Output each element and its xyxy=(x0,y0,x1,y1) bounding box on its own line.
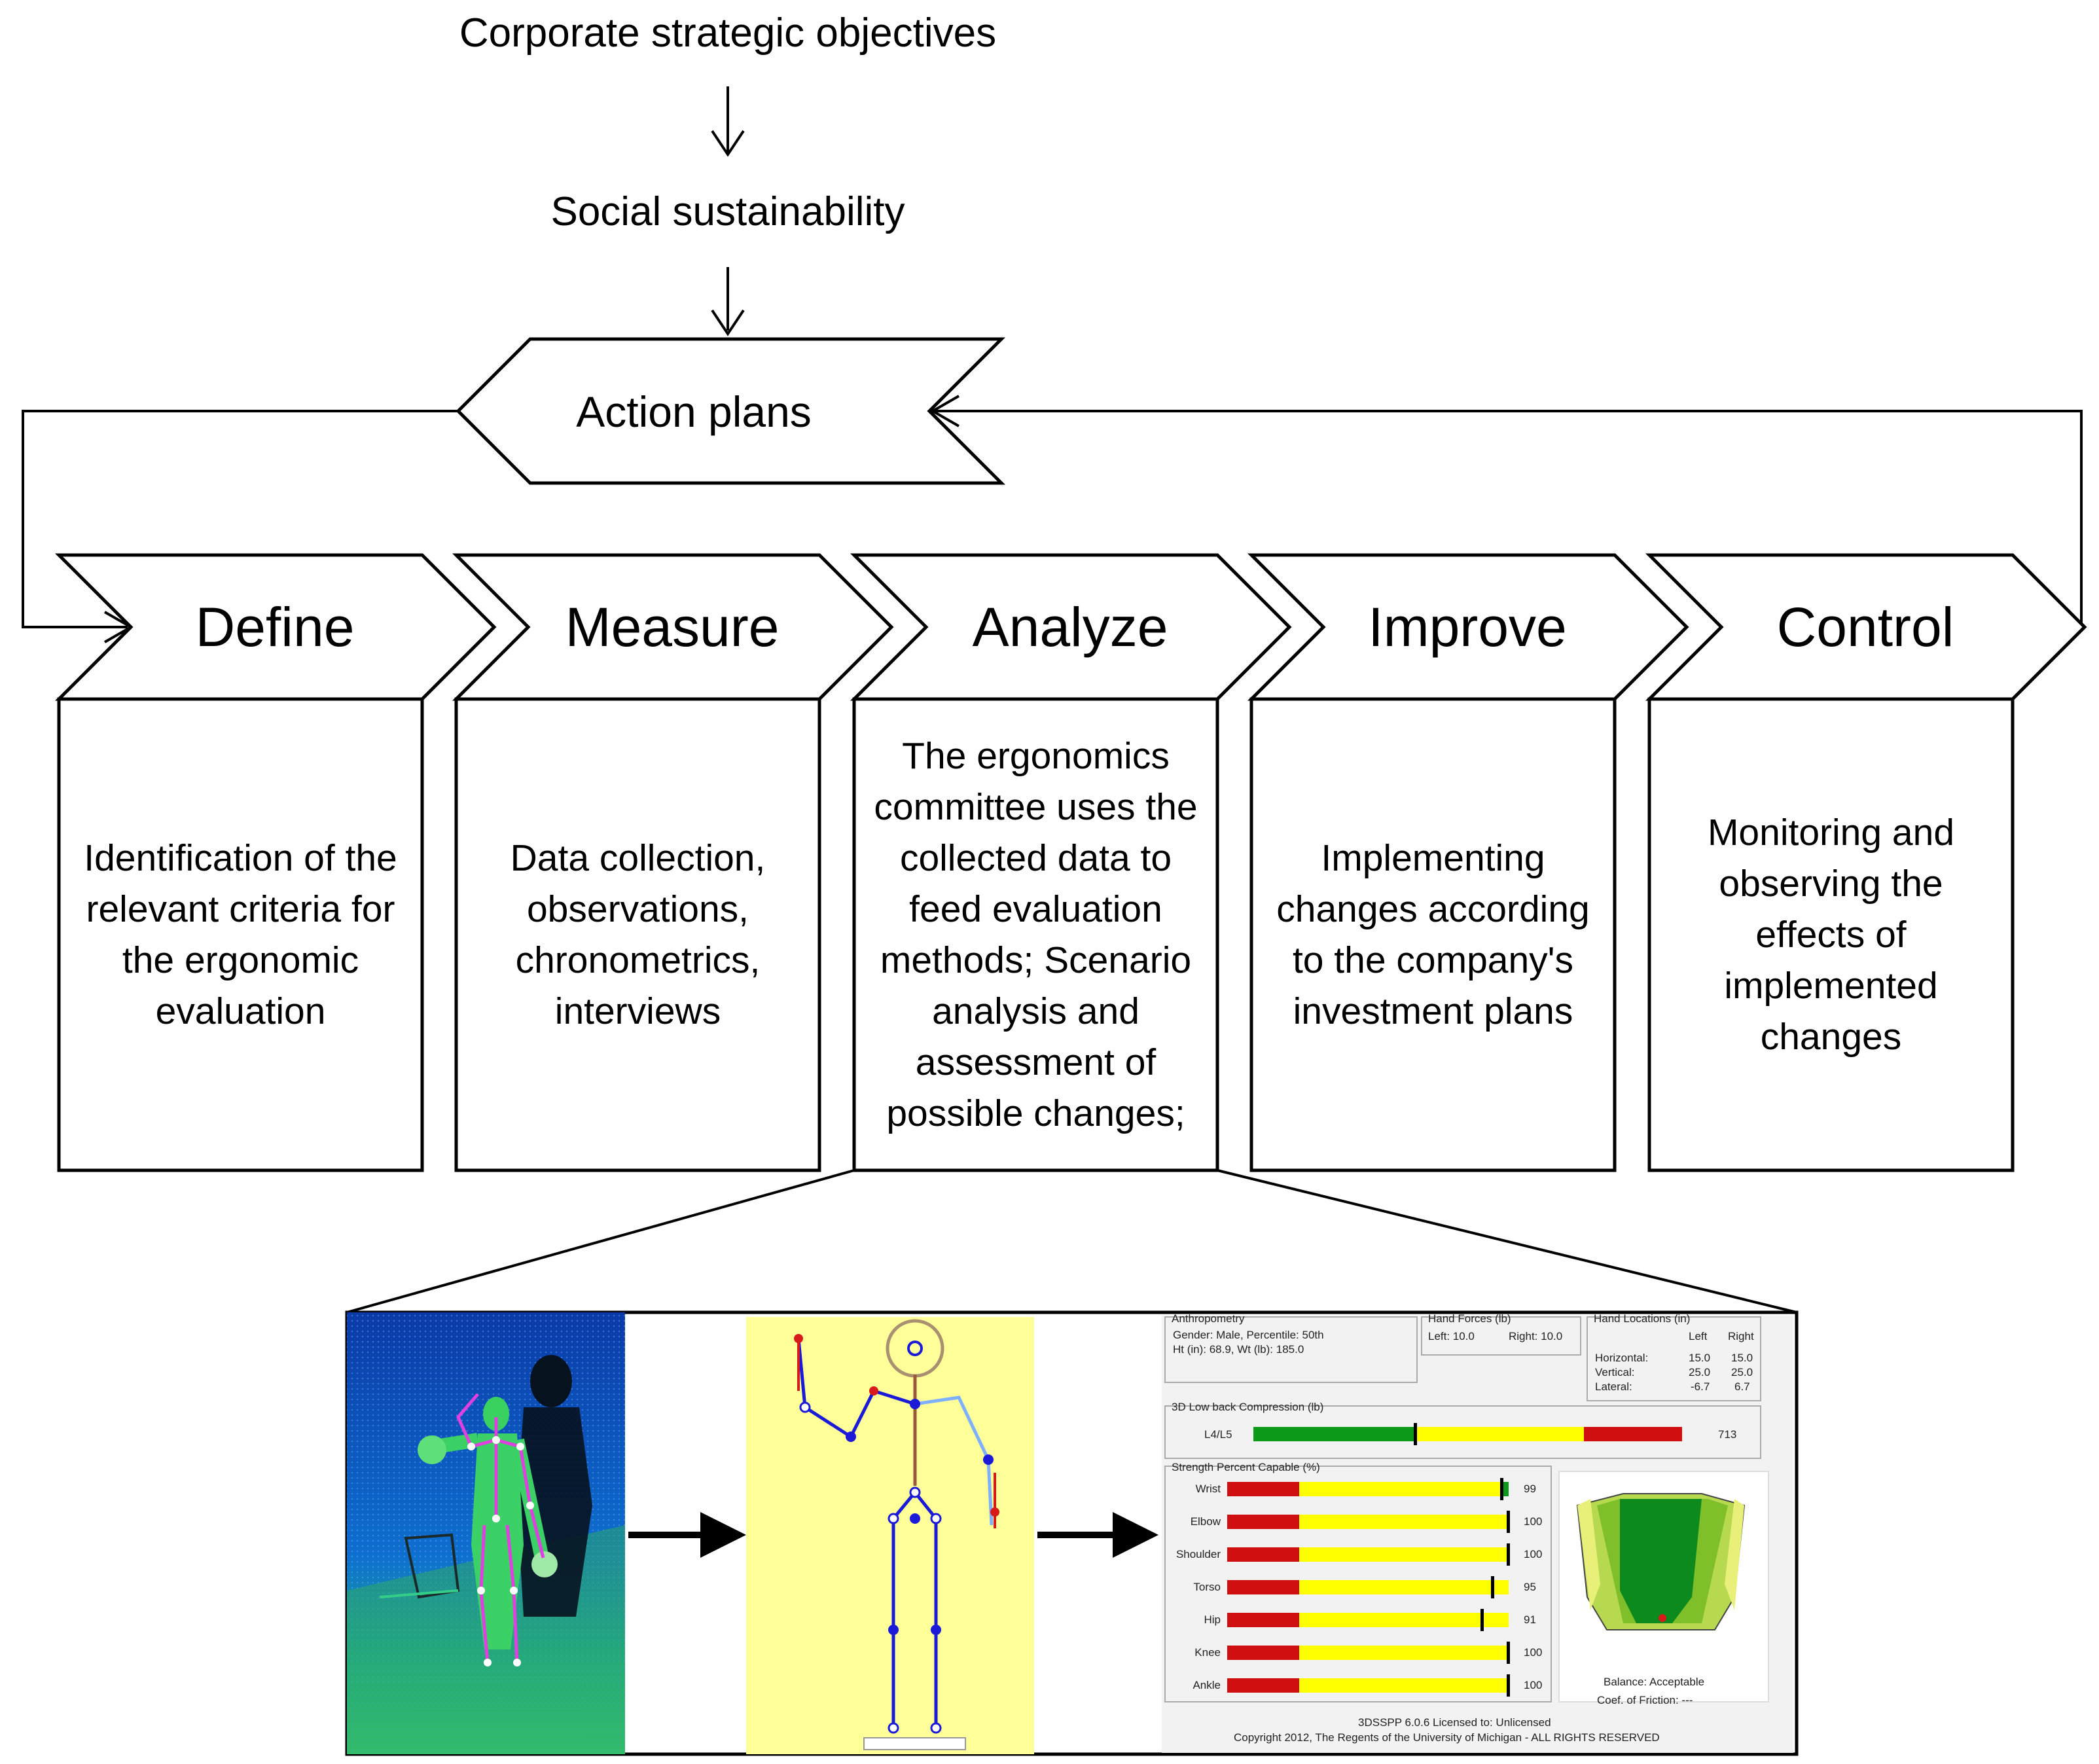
hand-locations-l-right: 6.7 xyxy=(1734,1380,1750,1393)
box-define xyxy=(57,697,424,1172)
hand-forces-right: Right: 10.0 xyxy=(1509,1330,1563,1342)
hand-locations-v-right: 25.0 xyxy=(1731,1366,1753,1378)
strength-marker xyxy=(1500,1478,1503,1500)
hand-forces-title: Hand Forces (lb) xyxy=(1428,1312,1511,1325)
zoom-line-right xyxy=(1217,1169,1797,1314)
strength-bar-red xyxy=(1227,1482,1299,1496)
hand-locations-title: Hand Locations (in) xyxy=(1594,1312,1691,1325)
hand-locations-right-header: Right xyxy=(1728,1330,1754,1342)
hand-locations-lateral: Lateral: xyxy=(1595,1380,1632,1393)
hand-locations-left-header: Left xyxy=(1689,1330,1708,1342)
strength-marker xyxy=(1491,1576,1494,1598)
strength-bar-red xyxy=(1227,1547,1299,1562)
phase-analyze-description: The ergonomics committee uses the collec… xyxy=(874,735,1198,1134)
depth-image-panel xyxy=(347,1312,625,1754)
compression-bar-green xyxy=(1253,1427,1417,1441)
hand-locations-h-right: 15.0 xyxy=(1731,1352,1753,1364)
anthropometry-line2: Ht (in): 68.9, Wt (lb): 185.0 xyxy=(1173,1343,1304,1356)
hand-locations-horizontal: Horizontal: xyxy=(1595,1352,1649,1364)
box-measure xyxy=(454,697,821,1172)
strength-bar-red xyxy=(1227,1613,1299,1627)
compression-label: L4/L5 xyxy=(1204,1428,1232,1441)
friction-status: Coef. of Friction: --- xyxy=(1597,1694,1693,1706)
strength-label-hip: Hip xyxy=(1204,1613,1221,1626)
hand-locations-vertical: Vertical: xyxy=(1595,1366,1635,1378)
action-plans-shape xyxy=(456,337,1006,485)
strength-value-elbow: 100 xyxy=(1524,1515,1543,1528)
phase-improve-label: Improve xyxy=(1368,596,1567,658)
strength-bar-yellow xyxy=(1299,1482,1502,1496)
anthropometry-line1: Gender: Male, Percentile: 50th xyxy=(1173,1329,1324,1341)
box-improve xyxy=(1249,697,1617,1172)
compression-bar-red xyxy=(1584,1427,1682,1441)
loop-line-left xyxy=(22,410,458,628)
skeleton-model-panel xyxy=(746,1317,1034,1754)
hand-locations-h-left: 15.0 xyxy=(1689,1352,1711,1364)
action-plans-label: Action plans xyxy=(576,387,812,436)
corporate-objectives-label: Corporate strategic objectives xyxy=(459,10,997,56)
phase-analyze-label: Analyze xyxy=(972,596,1168,658)
strength-bar-yellow xyxy=(1299,1678,1509,1693)
strength-bar-yellow xyxy=(1299,1613,1509,1627)
strength-label-torso: Torso xyxy=(1193,1581,1221,1593)
strength-marker xyxy=(1480,1609,1484,1631)
balance-diagram xyxy=(1576,1493,1746,1630)
strength-value-torso: 95 xyxy=(1524,1581,1536,1593)
strength-marker xyxy=(1507,1511,1510,1533)
strength-bar-red xyxy=(1227,1678,1299,1693)
strength-marker xyxy=(1507,1543,1510,1566)
phase-control-label: Control xyxy=(1776,596,1954,658)
strength-bar-red xyxy=(1227,1515,1299,1529)
hand-locations-l-left: -6.7 xyxy=(1691,1380,1710,1393)
box-control xyxy=(1647,697,2015,1172)
strength-bar-yellow xyxy=(1299,1580,1509,1594)
phase-define-label: Define xyxy=(195,596,355,658)
strength-label-knee: Knee xyxy=(1194,1646,1221,1659)
zoom-line-left xyxy=(346,1169,855,1314)
strength-marker xyxy=(1507,1674,1510,1697)
strength-value-knee: 100 xyxy=(1524,1646,1543,1659)
compression-bar-yellow xyxy=(1417,1427,1584,1441)
balance-status: Balance: Acceptable xyxy=(1604,1676,1705,1688)
social-sustainability-label: Social sustainability xyxy=(550,189,905,234)
strength-value-shoulder: 100 xyxy=(1524,1548,1543,1560)
box-analyze xyxy=(852,697,1219,1172)
phase-improve-description: Implementing changes according to the co… xyxy=(1276,837,1590,1032)
loop-line-right xyxy=(933,410,2083,627)
strength-bar-yellow xyxy=(1299,1646,1509,1660)
strength-value-wrist: 99 xyxy=(1524,1483,1536,1495)
strength-bar-yellow xyxy=(1299,1515,1509,1529)
compression-marker xyxy=(1414,1423,1417,1445)
strength-marker xyxy=(1507,1642,1510,1664)
copyright-text: Copyright 2012, The Regents of the Unive… xyxy=(1234,1731,1660,1744)
phase-measure-label: Measure xyxy=(565,596,780,658)
phase-define-description: Identification of the relevant criteria … xyxy=(84,837,397,1032)
license-text: 3DSSPP 6.0.6 Licensed to: Unlicensed xyxy=(1358,1716,1551,1729)
strength-label-ankle: Ankle xyxy=(1193,1679,1221,1691)
phase-control-description: Monitoring and observing the effects of … xyxy=(1707,812,1955,1058)
strength-value-ankle: 100 xyxy=(1524,1679,1543,1691)
strength-label-elbow: Elbow xyxy=(1190,1515,1221,1528)
phase-measure-description: Data collection, observations, chronomet… xyxy=(510,837,766,1032)
strength-bar-red xyxy=(1227,1580,1299,1594)
hand-locations-v-left: 25.0 xyxy=(1689,1366,1711,1378)
strength-label-shoulder: Shoulder xyxy=(1175,1548,1221,1560)
compression-value: 713 xyxy=(1718,1428,1737,1441)
compression-title: 3D Low back Compression (lb) xyxy=(1172,1401,1324,1413)
strength-bar-yellow xyxy=(1299,1547,1509,1562)
hand-forces-left: Left: 10.0 xyxy=(1428,1330,1475,1342)
strength-title: Strength Percent Capable (%) xyxy=(1172,1461,1320,1473)
strength-bar-green xyxy=(1502,1482,1509,1496)
anthropometry-title: Anthropometry xyxy=(1172,1312,1245,1325)
strength-value-hip: 91 xyxy=(1524,1613,1536,1626)
strength-label-wrist: Wrist xyxy=(1195,1483,1221,1495)
strength-bar-red xyxy=(1227,1646,1299,1660)
